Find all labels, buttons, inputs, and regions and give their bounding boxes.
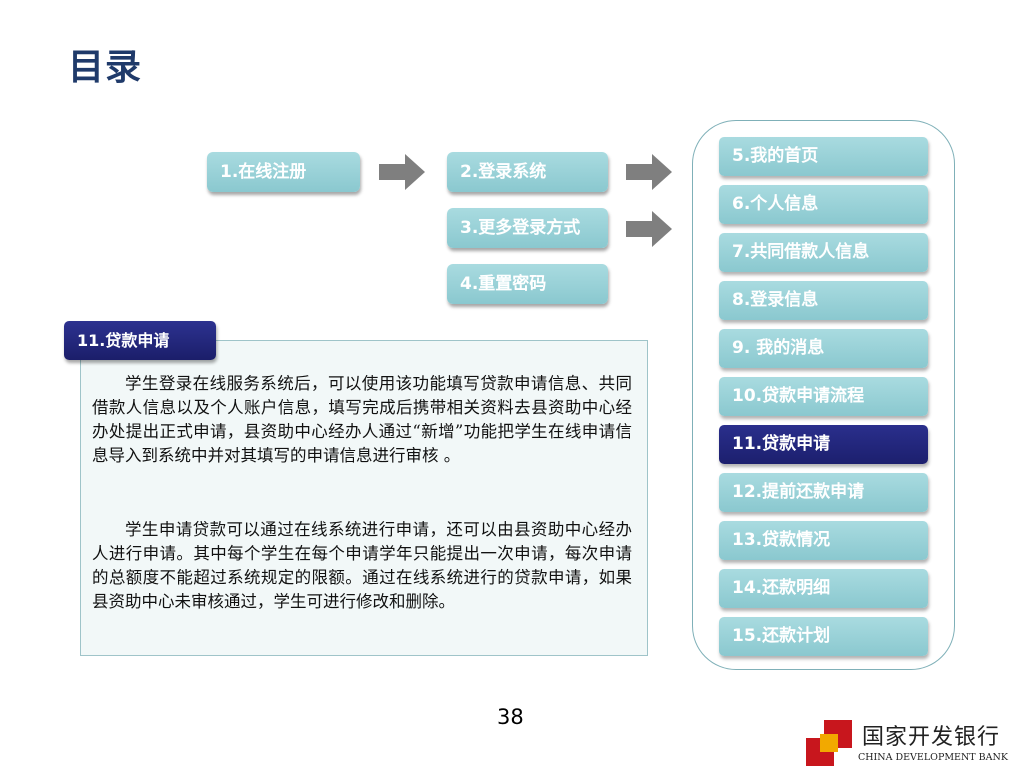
description-paragraph-1: 学生登录在线服务系统后，可以使用该功能填写贷款申请信息、共同借款人信息以及个人账…: [92, 374, 632, 465]
menu-item-loan-application[interactable]: 11.贷款申请: [719, 425, 928, 464]
menu-item-loan-process[interactable]: 10.贷款申请流程: [719, 377, 928, 416]
page-number: 38: [497, 705, 524, 729]
menu-item-messages[interactable]: 9. 我的消息: [719, 329, 928, 368]
bank-name-cn: 国家开发银行: [862, 725, 1001, 750]
bank-name-en: CHINA DEVELOPMENT BANK: [858, 752, 1008, 763]
section-tab: 11.贷款申请: [64, 321, 216, 360]
arrow-right-icon: [626, 154, 672, 190]
menu-item-login-info[interactable]: 8.登录信息: [719, 281, 928, 320]
arrow-right-icon: [626, 211, 672, 247]
menu-item-repayment-plan[interactable]: 15.还款计划: [719, 617, 928, 656]
menu-item-loan-status[interactable]: 13.贷款情况: [719, 521, 928, 560]
menu-item-co-borrower[interactable]: 7.共同借款人信息: [719, 233, 928, 272]
step-login-button[interactable]: 2.登录系统: [447, 152, 608, 192]
page-title: 目录: [68, 47, 143, 88]
arrow-right-icon: [379, 154, 425, 190]
description-paragraph-2: 学生申请贷款可以通过在线系统进行申请，还可以由县资助中心经办人进行申请。其中每个…: [92, 520, 632, 611]
step-register-button[interactable]: 1.在线注册: [207, 152, 360, 192]
menu-item-early-repayment[interactable]: 12.提前还款申请: [719, 473, 928, 512]
step-more-login-button[interactable]: 3.更多登录方式: [447, 208, 608, 248]
step-reset-password-button[interactable]: 4.重置密码: [447, 264, 608, 304]
bank-logo-icon: [806, 720, 852, 766]
menu-item-repayment-detail[interactable]: 14.还款明细: [719, 569, 928, 608]
menu-item-personal-info[interactable]: 6.个人信息: [719, 185, 928, 224]
menu-item-home[interactable]: 5.我的首页: [719, 137, 928, 176]
description-box: [80, 340, 648, 656]
